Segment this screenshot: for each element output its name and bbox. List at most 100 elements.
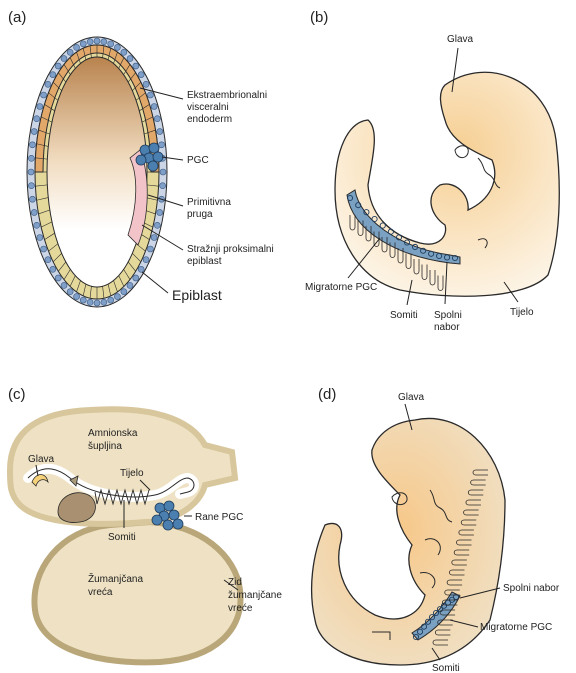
label-endoderm-3: endoderm [187, 114, 232, 125]
endoderm-cell [159, 142, 165, 148]
label-amnion-1: Amnionska [88, 428, 138, 439]
endoderm-cell [80, 41, 86, 47]
endoderm-cell [45, 257, 51, 263]
label-pgc: PGC [187, 155, 209, 166]
endoderm-cell [94, 38, 100, 44]
eye-b [455, 146, 468, 158]
label-somites-c: Somiti [108, 532, 136, 543]
endoderm-cell [151, 104, 157, 110]
endoderm-cell [133, 63, 139, 69]
label-migratory-d: Migratorne PGC [480, 622, 552, 633]
endoderm-cell [87, 39, 93, 45]
endoderm-cell [67, 289, 73, 295]
endoderm-cell [147, 92, 153, 98]
endoderm-cell [127, 282, 133, 288]
endoderm-cell [37, 104, 43, 110]
label-head-d: Glava [398, 392, 425, 403]
endoderm-cell [160, 169, 166, 175]
label-streak-1: Primitivna [187, 197, 231, 208]
proamniotic-cavity [47, 57, 147, 287]
label-yolk-wall-2: žumanjčane [228, 590, 282, 601]
endoderm-cell [37, 235, 43, 241]
panel-c-letter: (c) [8, 386, 26, 403]
endoderm-cell [154, 116, 160, 122]
endoderm-cell [61, 282, 67, 288]
endoderm-cell [160, 183, 166, 189]
label-posterior-1: Stražnji proksimalni [187, 244, 274, 255]
endoderm-cell [74, 44, 80, 50]
label-amnion-2: šupljina [88, 441, 122, 452]
label-body-c: Tijelo [120, 468, 144, 479]
label-yolk-wall-3: vreće [228, 603, 253, 614]
endoderm-cell [55, 63, 61, 69]
endoderm-cell [94, 300, 100, 306]
endoderm-cell [29, 142, 35, 148]
panel-d: (d) Glava Spolni nabor Migratorne PGC So… [312, 386, 560, 673]
endoderm-cell [29, 196, 35, 202]
label-somites-b: Somiti [390, 310, 418, 321]
label-streak-2: pruga [187, 209, 213, 220]
endoderm-cell [67, 49, 73, 55]
endoderm-cell [108, 297, 114, 303]
label-somites-d: Somiti [432, 663, 460, 673]
label-head-c: Glava [28, 454, 55, 465]
label-yolk-sac-1: Žumanjčana [88, 572, 143, 585]
endoderm-cell [147, 246, 153, 252]
label-endoderm-2: visceralni [187, 102, 229, 113]
endoderm-cell [31, 209, 37, 215]
endoderm-cell [34, 222, 40, 228]
endoderm-cell [157, 129, 163, 135]
endoderm-cell [101, 39, 107, 45]
endoderm-cell [121, 49, 127, 55]
endoderm-cell [133, 275, 139, 281]
label-epiblast: Epiblast [172, 287, 222, 303]
endoderm-cell [41, 246, 47, 252]
endoderm-cell [80, 297, 86, 303]
label-endoderm-1: Ekstraembrionalni [187, 90, 267, 101]
endoderm-cell [138, 72, 144, 78]
endoderm-cell [31, 129, 37, 135]
endoderm-cell [87, 299, 93, 305]
label-migratory-b: Migratorne PGC [305, 282, 377, 293]
label-body-b: Tijelo [510, 307, 534, 318]
endoderm-cell [154, 222, 160, 228]
panel-d-letter: (d) [318, 386, 336, 403]
endoderm-cell [143, 81, 149, 87]
label-ridge-b-2: nabor [434, 322, 460, 333]
endoderm-cell [55, 275, 61, 281]
label-ridge-b-1: Spolni [434, 310, 462, 321]
label-ridge-d: Spolni nabor [503, 583, 560, 594]
label-head-b: Glava [447, 34, 474, 45]
endoderm-cell [74, 294, 80, 300]
endoderm-cell [28, 155, 34, 161]
panel-a-letter: (a) [8, 9, 26, 26]
endoderm-cell [151, 235, 157, 241]
panel-b-letter: (b) [310, 9, 328, 26]
endoderm-cell [101, 299, 107, 305]
endoderm-cell [50, 72, 56, 78]
label-yolk-sac-2: vreća [88, 587, 113, 598]
endoderm-cell [138, 266, 144, 272]
endoderm-cell [157, 209, 163, 215]
endoderm-cell [28, 169, 34, 175]
endoderm-cell [61, 56, 67, 62]
yolk-sac [34, 522, 240, 662]
endoderm-cell [34, 116, 40, 122]
endoderm-cell [114, 294, 120, 300]
embryo-d [312, 418, 505, 665]
panel-c: (c) Amnionska šupljina Glava [8, 386, 282, 662]
endoderm-cell [143, 257, 149, 263]
panel-b: (b) Glava Migratorne PGC Somiti Spolni n… [305, 9, 559, 333]
endoderm-cell [121, 289, 127, 295]
endoderm-cell [41, 92, 47, 98]
endoderm-cell [114, 44, 120, 50]
endoderm-cell [108, 41, 114, 47]
endoderm-cell [45, 81, 51, 87]
label-yolk-wall-1: Zid [228, 577, 242, 588]
panel-a: (a) Ekstraembrionalni visceralni endoder… [8, 9, 274, 307]
label-posterior-2: epiblast [187, 256, 222, 267]
endoderm-cell [127, 56, 133, 62]
endoderm-cell [50, 266, 56, 272]
